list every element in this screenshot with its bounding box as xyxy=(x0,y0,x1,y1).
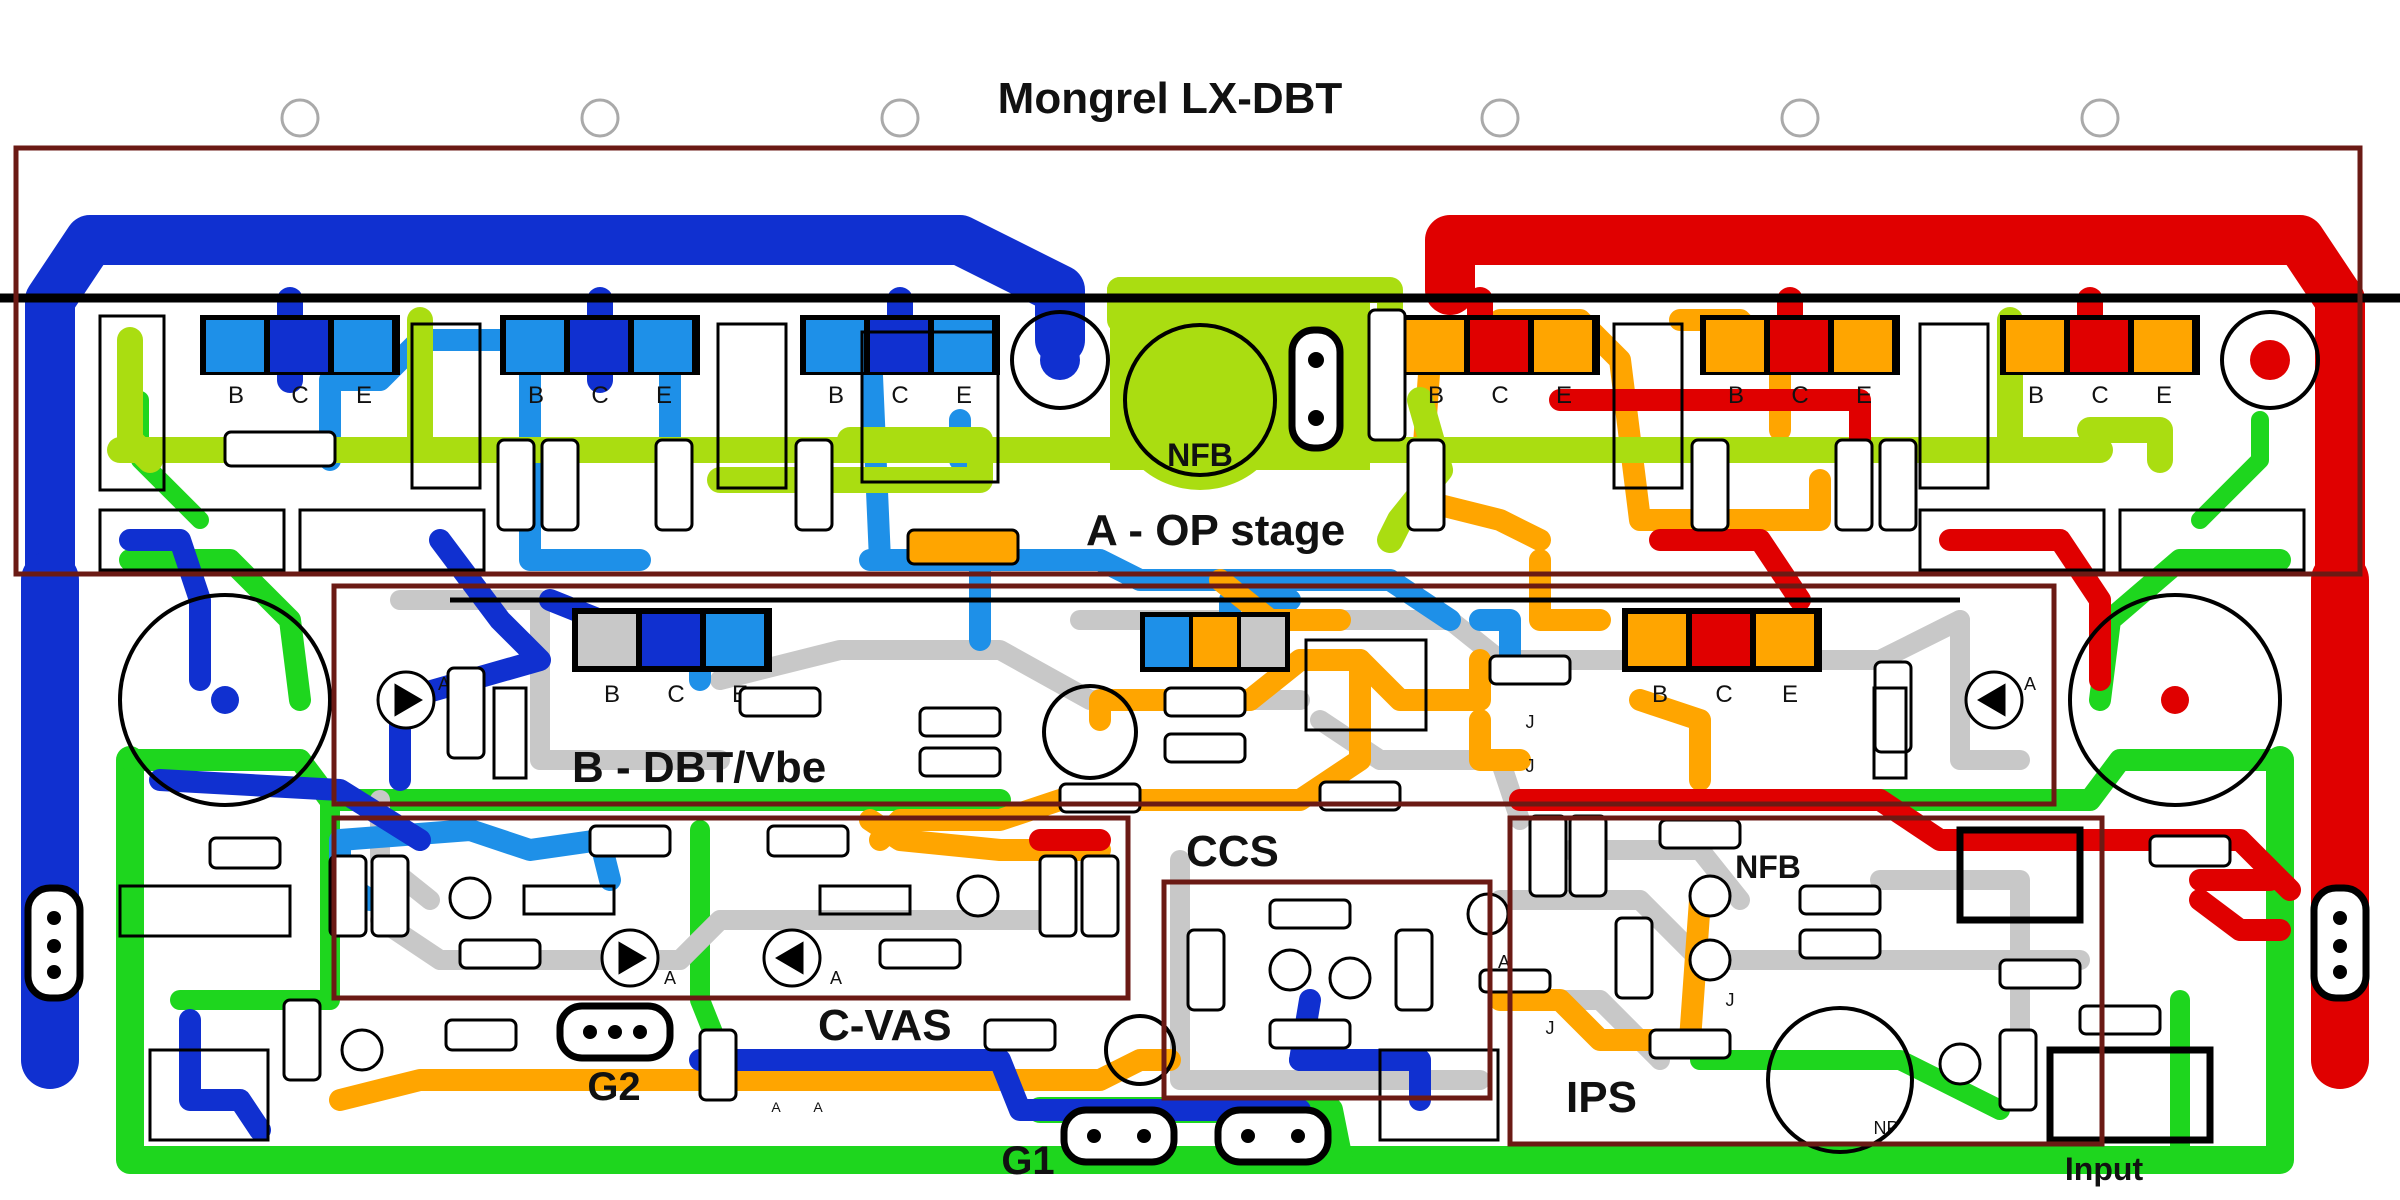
connector-pins xyxy=(47,352,2347,1143)
pin-c: C xyxy=(667,681,684,708)
transistor-q3 xyxy=(800,315,1000,375)
pin-e: E xyxy=(1856,382,1872,409)
label-nfb-top: NFB xyxy=(1167,437,1233,473)
section-title-cvas: C-VAS xyxy=(818,1001,952,1050)
pin-j: J xyxy=(1726,990,1735,1010)
pin-c: C xyxy=(591,382,608,409)
pin-b: B xyxy=(1428,382,1444,409)
transistor-q6 xyxy=(2000,315,2200,375)
pin-j: J xyxy=(1526,712,1535,732)
section-box-dbt xyxy=(331,583,2057,807)
board-title: Mongrel LX-DBT xyxy=(998,74,1343,123)
section-box-op-stage xyxy=(13,145,2363,577)
pin-e: E xyxy=(2156,382,2172,409)
pin-a: A xyxy=(1498,952,1510,972)
pin-b: B xyxy=(528,382,544,409)
vbe-transistor xyxy=(1140,612,1290,672)
small-transistors xyxy=(340,874,1982,1086)
pin-e: E xyxy=(956,382,972,409)
pin-e: E xyxy=(356,382,372,409)
pin-c: C xyxy=(1715,681,1732,708)
label-nfb-ips: NFB xyxy=(1735,849,1801,885)
pin-labels: B C E B C E B C E B C E B C E B C E B C … xyxy=(228,382,2172,1138)
label-g2: G2 xyxy=(587,1065,640,1109)
pin-a: A xyxy=(813,1099,823,1115)
pin-c: C xyxy=(2091,382,2108,409)
pin-c: C xyxy=(291,382,308,409)
pin-c: C xyxy=(891,382,908,409)
transistor-q2 xyxy=(500,315,700,375)
pin-a: A xyxy=(664,968,676,988)
pin-e: E xyxy=(1782,681,1798,708)
pin-b: B xyxy=(1728,382,1744,409)
pin-j: J xyxy=(1526,756,1535,776)
capacitor-footprints xyxy=(98,314,2306,1144)
mounting-holes xyxy=(280,98,2120,138)
diodes xyxy=(376,670,2024,988)
transistor-q5 xyxy=(1700,315,1900,375)
transistor-q4 xyxy=(1400,315,1600,375)
transistor-q1 xyxy=(200,315,400,375)
section-box-cvas xyxy=(331,815,1131,1001)
dbt-transistor-left xyxy=(572,608,772,672)
section-box-ips xyxy=(1507,815,2105,1147)
section-box-ccs xyxy=(1161,879,1493,1101)
pin-a: A xyxy=(830,968,842,988)
resistors xyxy=(208,308,2232,1112)
label-g1: G1 xyxy=(1001,1139,1054,1183)
pin-b: B xyxy=(604,681,620,708)
pin-a: A xyxy=(771,1099,781,1115)
pin-b: B xyxy=(2028,382,2044,409)
pin-e: E xyxy=(1556,382,1572,409)
pin-e: E xyxy=(656,382,672,409)
section-boxes xyxy=(13,145,2363,1147)
pin-b: B xyxy=(1652,681,1668,708)
capacitor-pads xyxy=(211,340,2290,714)
pin-b: B xyxy=(228,382,244,409)
label-input: Input xyxy=(2065,1151,2144,1187)
pin-j: J xyxy=(1546,1018,1555,1038)
pin-c: C xyxy=(1491,382,1508,409)
section-title-op-stage: A - OP stage xyxy=(1086,506,1345,555)
pin-b: B xyxy=(828,382,844,409)
output-transistors xyxy=(200,315,2200,672)
section-title-dbt: B - DBT/Vbe xyxy=(572,743,826,792)
pin-a: A xyxy=(2024,674,2036,694)
large-capacitors xyxy=(118,310,2320,1154)
section-title-ccs: CCS xyxy=(1186,827,1279,876)
dbt-transistor-right xyxy=(1622,608,1822,672)
section-title-ips: IPS xyxy=(1566,1073,1637,1122)
pin-np: NP xyxy=(1873,1118,1898,1138)
pin-c: C xyxy=(1791,382,1808,409)
connectors xyxy=(24,326,2370,1166)
